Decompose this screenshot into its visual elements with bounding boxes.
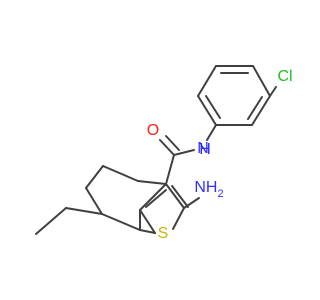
- amide-nitrogen-label: N: [197, 140, 209, 157]
- bond: [205, 95, 221, 119]
- bond: [183, 197, 200, 209]
- amide-hydrogen-label: H: [199, 141, 211, 158]
- bond: [173, 149, 195, 156]
- amino-group-label: NH2: [194, 179, 223, 200]
- bond: [102, 165, 139, 182]
- bond: [139, 183, 167, 211]
- bond: [172, 207, 185, 230]
- bond: [101, 213, 141, 231]
- bond: [171, 185, 189, 208]
- bond: [165, 183, 185, 209]
- bond: [139, 209, 156, 234]
- bond: [65, 207, 103, 215]
- chlorophenyl-ring: [197, 65, 277, 126]
- oxygen-label: O: [147, 122, 159, 139]
- bond: [197, 95, 217, 126]
- bond: [35, 207, 67, 235]
- bond: [206, 124, 217, 141]
- bond: [269, 86, 277, 97]
- bond: [145, 189, 167, 208]
- bond: [165, 135, 180, 151]
- amide-group: [159, 124, 217, 185]
- bond: [197, 65, 217, 97]
- bond: [139, 229, 156, 234]
- amino-label: NH: [194, 179, 217, 196]
- bond: [85, 165, 104, 189]
- bond: [252, 65, 271, 97]
- molecule-structure: Cl O N H NH2 S: [35, 65, 293, 242]
- amino-subscript: 2: [217, 188, 223, 200]
- bond: [165, 154, 175, 185]
- bond: [85, 187, 103, 215]
- chlorine-label: Cl: [277, 68, 292, 85]
- bond: [247, 96, 263, 120]
- sulfur-label: S: [158, 225, 169, 242]
- bond: [251, 95, 271, 126]
- thiophene-ring: [139, 183, 200, 234]
- cyclohexene-ring: [35, 165, 167, 235]
- bond: [159, 139, 175, 156]
- bond: [137, 180, 167, 185]
